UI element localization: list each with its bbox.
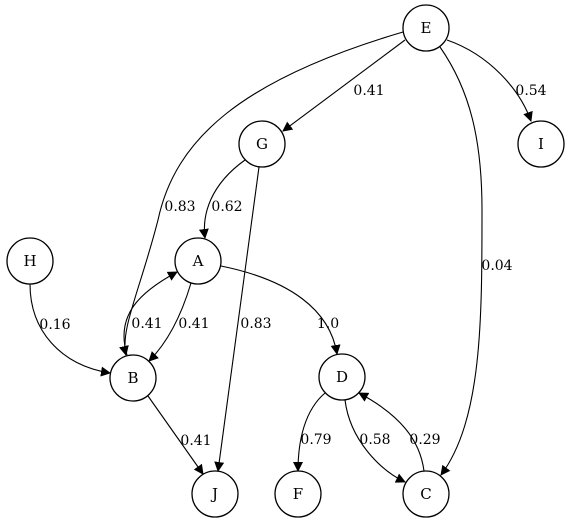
edge-line <box>148 282 192 362</box>
edge-line <box>439 46 483 476</box>
edge-b-to-j: 0.41 <box>147 395 212 475</box>
edge-line <box>198 159 246 239</box>
edge-g-to-a: 0.62 <box>198 159 246 239</box>
node-label: H <box>23 252 36 270</box>
node-label: C <box>420 485 431 503</box>
node-d: D <box>318 353 366 401</box>
node-c: C <box>402 470 450 518</box>
edge-b-to-a: 0.41 <box>123 271 178 356</box>
edge-weight-label: 0.83 <box>164 199 195 215</box>
edge-weight-label: 0.41 <box>353 83 384 99</box>
node-circle <box>318 353 366 401</box>
edge-line <box>358 392 425 472</box>
edge-weight-label: 0.04 <box>481 258 512 274</box>
node-h: H <box>6 237 54 285</box>
edge-weight-label: 0.41 <box>178 316 209 332</box>
edge-line <box>220 265 341 355</box>
node-f: F <box>274 470 322 518</box>
node-circle <box>191 470 239 518</box>
edges-layer: 0.41 0.54 0.83 0.04 0.62 0.83 0.16 0.41 0.41 1.0 0… <box>29 31 547 483</box>
node-label: F <box>293 485 303 503</box>
edge-weight-label: 0.54 <box>515 83 546 99</box>
node-circle <box>238 120 286 168</box>
node-circle <box>109 354 157 402</box>
edge-e-to-c: 0.04 <box>439 46 513 476</box>
node-label: J <box>210 485 218 503</box>
edge-line <box>446 39 533 122</box>
node-i: I <box>517 120 565 168</box>
node-j: J <box>191 470 239 518</box>
edge-c-to-d: 0.29 <box>358 392 441 472</box>
node-circle <box>402 470 450 518</box>
edge-weight-label: 0.83 <box>240 316 271 332</box>
node-label: A <box>192 252 204 270</box>
edge-d-to-f: 0.79 <box>293 392 332 472</box>
edge-weight-label: 0.29 <box>409 432 440 448</box>
edge-line <box>293 392 326 472</box>
edge-line <box>147 395 204 475</box>
edge-a-to-d: 1.0 <box>220 265 341 355</box>
edge-e-to-i: 0.54 <box>446 39 547 122</box>
node-label: I <box>538 135 544 153</box>
edge-line <box>29 283 111 377</box>
node-a: A <box>174 237 222 285</box>
node-label: D <box>336 368 348 386</box>
node-e: E <box>402 4 450 52</box>
node-label: E <box>421 19 432 37</box>
edge-d-to-c: 0.58 <box>344 399 406 483</box>
nodes-layer: E G I H A B D J F C <box>6 4 565 518</box>
node-circle <box>517 120 565 168</box>
edge-line <box>123 271 178 356</box>
edge-line <box>344 399 406 483</box>
node-circle <box>274 470 322 518</box>
node-label: B <box>127 369 138 387</box>
edge-weight-label: 0.58 <box>359 432 390 448</box>
node-circle <box>174 237 222 285</box>
edge-line <box>214 166 260 472</box>
edge-h-to-b: 0.16 <box>29 283 111 377</box>
node-circle <box>402 4 450 52</box>
node-b: B <box>109 354 157 402</box>
edge-line <box>119 31 404 356</box>
edge-weight-label: 0.16 <box>39 317 70 333</box>
edge-weight-label: 1.0 <box>317 316 339 332</box>
node-g: G <box>238 120 286 168</box>
node-circle <box>6 237 54 285</box>
edge-e-to-g: 0.41 <box>282 39 406 132</box>
node-label: G <box>256 135 268 153</box>
edge-weight-label: 0.62 <box>211 199 242 215</box>
edge-a-to-b: 0.41 <box>148 282 210 362</box>
edge-line <box>282 39 406 132</box>
edge-weight-label: 0.41 <box>131 316 162 332</box>
edge-e-to-b: 0.83 <box>119 31 404 356</box>
edge-g-to-j: 0.83 <box>214 166 272 472</box>
edge-weight-label: 0.79 <box>300 432 331 448</box>
edge-weight-label: 0.41 <box>180 433 211 449</box>
